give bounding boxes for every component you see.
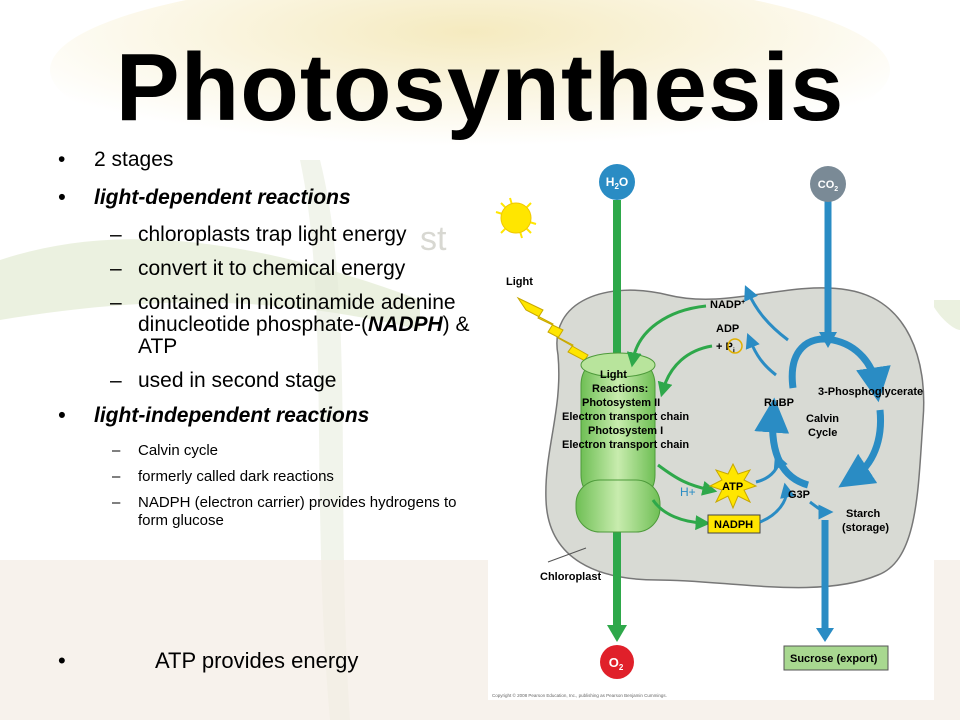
chloroplast-label: Chloroplast [540,571,601,583]
nadph-label: NADPH [714,519,753,531]
nadp-return-arrow [626,304,707,368]
thylakoid-stack [575,352,661,533]
calvin-cycle-arrow-bottom [754,397,810,489]
page-title: Photosynthesis [115,34,845,141]
atp-energy-text: ATP provides energy [155,648,359,673]
sub-bullet-second-stage: used in second stage [58,370,478,393]
bullet-two-stages: 2 stages [58,148,478,172]
pga-label: 3-Phosphoglycerate [818,386,923,398]
nadph-output-arrow [651,499,711,531]
light-label: Light [506,276,533,288]
adp-return-arrow [657,344,713,398]
sub-bullet-calvin: Calvin cycle [58,442,478,460]
sun-icon [495,197,537,239]
nadph-text-emphasis: NADPH [368,313,443,336]
rubp-label: RuBP [764,397,794,409]
nadph-box [707,514,761,534]
calvin-label-2: Cycle [808,427,837,439]
bullet-light-independent: light-independent reactions [58,404,478,428]
photosystem-i-label: Photosystem I [588,425,663,437]
co2-circle [810,166,846,202]
sub-bullet-hydrogens: NADPH (electron carrier) provides hydrog… [58,494,478,530]
nadph-text-pre: contained in nicotinamide adenine dinucl… [138,291,456,336]
nadph-text-post: ) & ATP [138,313,470,358]
photosystem-ii-label: Photosystem II [582,397,660,409]
background-leaf-right [930,300,960,330]
nadp-label: NADP+ [710,299,745,311]
atp-star-icon [708,462,758,510]
light-reactions-label-1: Light [600,369,627,381]
o2-circle [600,645,634,679]
copyright-text: Copyright © 2008 Pearson Education, Inc.… [492,692,667,698]
bullet-light-dependent: light-dependent reactions [58,186,478,210]
g3p-to-starch-arrow [809,500,834,520]
o2-label: O2 [609,655,624,672]
atp-output-arrow [657,463,718,496]
photosynthesis-diagram: Light H2O O2 Light Reactions: Photosyste… [488,160,934,700]
sucrose-box [783,645,889,671]
nadph-to-calvin-arrow [759,482,795,524]
sucrose-label: Sucrose (export) [790,653,878,665]
adp-label: ADP [716,323,739,335]
water-arrowhead [607,625,627,642]
atp-label: ATP [722,481,743,493]
h2o-circle [599,164,635,200]
h2o-label: H2O [606,175,628,191]
bullet-atp-energy: ATP provides energy [58,648,358,674]
calvin-label-1: Calvin [806,413,839,425]
sub-bullet-convert: convert it to chemical energy [58,258,478,281]
h-plus-label: H+ [680,485,696,499]
background-sun-glow [50,0,890,165]
bullet-list: 2 stages light-dependent reactions chlor… [58,148,478,538]
g3p-label: G3P [788,489,810,501]
rubp-regeneration-arrow [744,285,789,342]
rubp-regeneration-arrow-2 [745,333,777,377]
light-reactions-label-2: Reactions: [592,383,648,395]
etc-label-2: Electron transport chain [562,439,689,451]
sub-bullet-dark-reactions: formerly called dark reactions [58,468,478,486]
sub-bullet-nadph: contained in nicotinamide adenine dinucl… [58,292,478,358]
calvin-cycle-arrow-right [838,409,885,488]
starch-label-2: (storage) [842,522,889,534]
sub-bullet-trap-light: chloroplasts trap light energy [58,224,478,247]
sucrose-arrowhead [816,628,834,642]
co2-label: CO2 [818,179,839,193]
starch-label-1: Starch [846,508,881,520]
chloroplast-pointer [547,547,587,563]
pi-circle-icon [727,338,743,354]
etc-label-1: Electron transport chain [562,411,689,423]
calvin-cycle-arrow-top [788,335,891,403]
